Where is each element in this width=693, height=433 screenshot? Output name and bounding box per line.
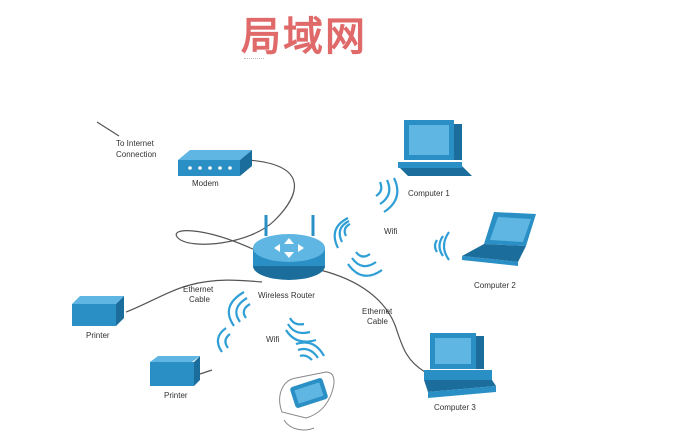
- label-ethernet-right-2: Cable: [367, 317, 388, 326]
- printer1-device: [72, 296, 124, 326]
- title-underline: [244, 58, 264, 65]
- wifi-to-computer2: [433, 231, 450, 261]
- pda-device: [279, 371, 335, 431]
- computer2-device: [462, 212, 536, 266]
- label-router: Wireless Router: [258, 291, 315, 300]
- label-to-internet-1: To Internet: [116, 139, 155, 148]
- label-computer1: Computer 1: [408, 189, 450, 198]
- wifi-to-computer1: [375, 177, 399, 213]
- label-to-internet-2: Connection: [116, 150, 156, 159]
- printer2-device: [150, 356, 213, 386]
- wifi-router-top: [333, 217, 383, 277]
- wifi-router-bottom: [227, 291, 317, 343]
- label-ethernet-left-1: Ethernet: [183, 285, 214, 294]
- label-ethernet-right-1: Ethernet: [362, 307, 393, 316]
- computer1-device: [398, 120, 472, 176]
- printer1-cable: [125, 279, 263, 313]
- label-modem: Modem: [192, 179, 219, 188]
- diagram-labels: To Internet Connection Modem Computer 1 …: [86, 139, 516, 412]
- label-printer1: Printer: [86, 331, 110, 340]
- computer3-cable: [319, 269, 426, 373]
- label-wifi-top: Wifi: [384, 227, 398, 236]
- diagram-title: 局域网: [241, 14, 367, 60]
- modem-device: [178, 150, 252, 176]
- computer3-device: [424, 333, 496, 398]
- label-ethernet-left-2: Cable: [189, 295, 210, 304]
- wifi-signals: [216, 177, 450, 361]
- label-printer2: Printer: [164, 391, 188, 400]
- internet-line: [96, 121, 120, 137]
- wires: [96, 121, 426, 373]
- router-device: [253, 215, 325, 280]
- wifi-to-pda: [216, 327, 325, 361]
- modem-router-cable: [175, 159, 295, 251]
- label-computer2: Computer 2: [474, 281, 516, 290]
- label-computer3: Computer 3: [434, 403, 476, 412]
- label-wifi-bottom: Wifi: [266, 335, 280, 344]
